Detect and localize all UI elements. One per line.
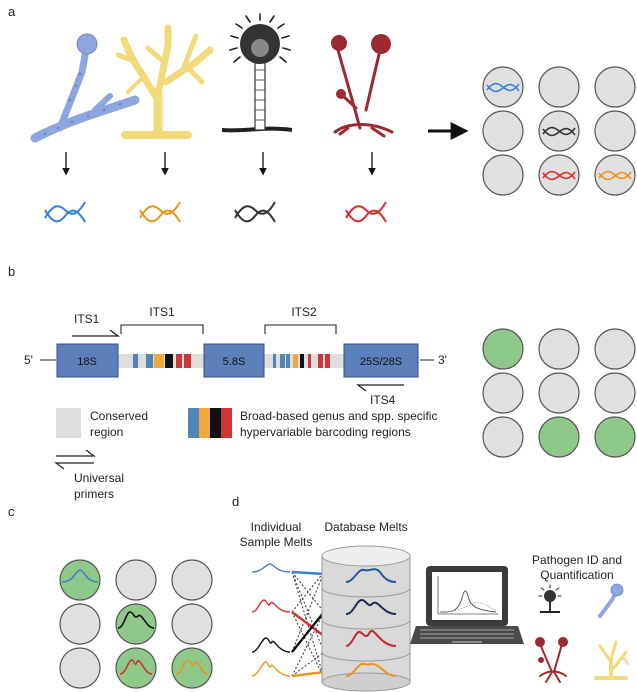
laptop-icon bbox=[410, 566, 524, 644]
panel-a-letter: a bbox=[8, 4, 16, 19]
pathogen-id-line1: Pathogen ID and bbox=[532, 553, 622, 567]
result-black-fungus-icon bbox=[538, 584, 562, 613]
well-dna-black-icon bbox=[542, 126, 576, 137]
dna-red-icon bbox=[345, 201, 387, 223]
its2-bracket bbox=[264, 324, 337, 334]
barcode-legend-swatch bbox=[188, 408, 232, 438]
matched-lines bbox=[291, 570, 325, 678]
dna-black-icon bbox=[234, 201, 276, 223]
primers-legend-line2: primers bbox=[74, 487, 114, 501]
melt-curve-orange bbox=[175, 659, 209, 675]
melt-curve-black bbox=[117, 611, 155, 629]
panel-b-letter: b bbox=[8, 264, 15, 279]
primer-reverse-icon bbox=[356, 384, 404, 392]
its1-bracket bbox=[120, 324, 204, 334]
melt-curve-red bbox=[119, 659, 153, 675]
well-dna-blue-icon bbox=[486, 82, 520, 93]
well-plate-c bbox=[59, 559, 213, 689]
individual-melts-line1: Individual bbox=[251, 520, 302, 534]
gene-5-8s-label: 5.8S bbox=[223, 356, 246, 368]
well-dna-orange-icon bbox=[598, 170, 632, 181]
primers-legend-line1: Universal bbox=[74, 471, 124, 485]
gene-25s-28s-label: 25S/28S bbox=[360, 356, 402, 368]
db-melt-orange bbox=[345, 662, 397, 677]
result-blue-fungus-icon bbox=[598, 583, 624, 618]
three-prime-label: 3' bbox=[438, 353, 447, 367]
barcode-legend-line1: Broad-based genus and spp. specific bbox=[240, 409, 437, 423]
panel-d-letter: d bbox=[232, 494, 239, 509]
its1-barcode bbox=[133, 354, 191, 368]
database-melts-label: Database Melts bbox=[324, 520, 407, 534]
well-plate-b bbox=[482, 328, 636, 458]
conserved-legend-line2: region bbox=[90, 425, 123, 439]
barcode-legend-line2: hypervariable barcoding regions bbox=[240, 425, 411, 439]
sample-melt-black bbox=[251, 637, 291, 653]
panel-c-letter: c bbox=[8, 504, 15, 519]
pathogen-id-line2: Quantification bbox=[540, 568, 613, 582]
universal-primers-icon bbox=[54, 449, 96, 470]
sample-melt-orange bbox=[251, 661, 291, 677]
spacer-its2-label: ITS2 bbox=[291, 305, 317, 319]
gene-5-8s-box bbox=[203, 343, 265, 378]
gene-25s-28s-box bbox=[343, 343, 419, 378]
db-melt-navy bbox=[345, 598, 397, 615]
sample-melt-red bbox=[251, 599, 291, 613]
primer-forward-icon bbox=[72, 329, 120, 337]
primer-its4-label: ITS4 bbox=[370, 393, 396, 407]
database-cylinder-icon bbox=[321, 545, 411, 692]
its2-barcode bbox=[273, 354, 330, 368]
conserved-legend-swatch bbox=[56, 408, 81, 438]
melt-curve-blue bbox=[61, 569, 99, 583]
well-dna-red-icon bbox=[542, 170, 576, 181]
db-melt-red bbox=[345, 629, 397, 647]
fungus-black-icon bbox=[221, 13, 293, 133]
dna-blue-icon bbox=[44, 201, 86, 223]
gene-18s-box bbox=[56, 343, 119, 378]
primer-its1-label: ITS1 bbox=[74, 312, 100, 326]
five-prime-label: 5' bbox=[24, 353, 33, 367]
gene-18s-label: 18S bbox=[77, 356, 97, 368]
result-yellow-fungus-icon bbox=[594, 640, 629, 680]
db-melt-blue bbox=[345, 568, 397, 583]
fungus-yellow-icon bbox=[115, 24, 214, 140]
sample-melt-blue bbox=[251, 563, 291, 573]
fungus-blue-icon bbox=[30, 33, 140, 143]
fungus-red-icon bbox=[331, 34, 394, 138]
spacer-its1-label: ITS1 bbox=[149, 305, 175, 319]
conserved-legend-line1: Conserved bbox=[90, 409, 148, 423]
result-red-fungus-icon bbox=[535, 637, 568, 683]
individual-melts-line2: Sample Melts bbox=[240, 535, 313, 549]
dna-orange-icon bbox=[139, 201, 181, 223]
